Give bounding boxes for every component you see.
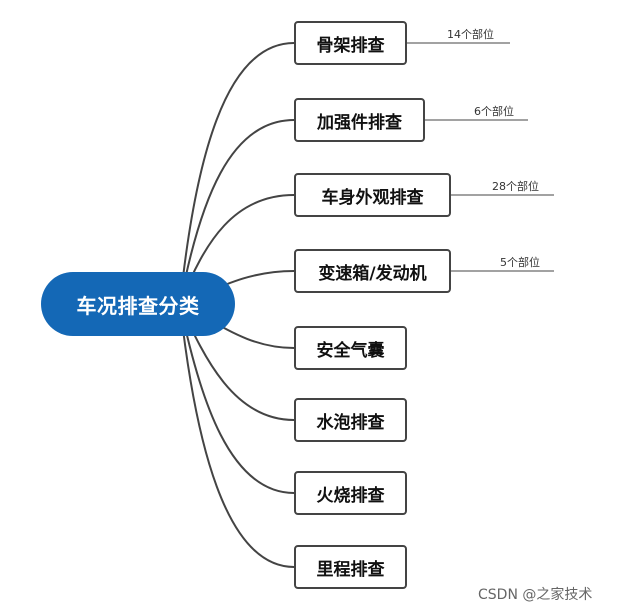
connector-8 — [179, 303, 295, 568]
note-gearbox-engine-count: 5个部位 — [500, 256, 540, 269]
note-reinforcement-count: 6个部位 — [474, 105, 514, 118]
connector-2 — [179, 119, 295, 305]
branch-node-fire: 火烧排查 — [294, 471, 407, 515]
root-node: 车况排查分类 — [41, 272, 235, 336]
branch-node-gearbox-engine: 变速箱/发动机 — [294, 249, 451, 293]
branch-node-mileage: 里程排查 — [294, 545, 407, 589]
branch-node-flood: 水泡排查 — [294, 398, 407, 442]
note-skeleton-count: 14个部位 — [447, 28, 494, 41]
csdn-watermark: CSDN @之家技术 — [478, 587, 593, 603]
connector-1 — [179, 42, 295, 305]
branch-node-body-exterior: 车身外观排查 — [294, 173, 451, 217]
connector-7 — [179, 303, 295, 494]
note-body-exterior-count: 28个部位 — [492, 180, 539, 193]
branch-node-skeleton: 骨架排查 — [294, 21, 407, 65]
branch-node-airbag: 安全气囊 — [294, 326, 407, 370]
branch-node-reinforcement: 加强件排查 — [294, 98, 425, 142]
